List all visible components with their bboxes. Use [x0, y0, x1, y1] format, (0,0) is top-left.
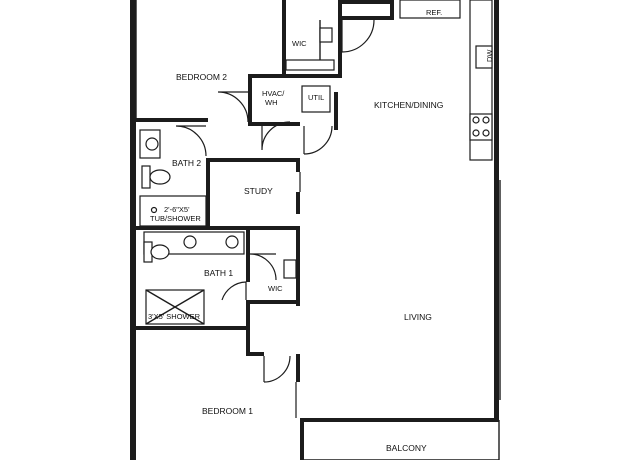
- room-label-util: UTIL: [308, 93, 324, 102]
- wic-mid-south-wall: [246, 300, 300, 304]
- fixtures: [139, 129, 297, 325]
- bath2-south-wall: [136, 226, 246, 230]
- burner-icon: [472, 129, 480, 137]
- ref-space: [399, 0, 461, 19]
- bedroom1-east-wall-upper: [296, 354, 300, 382]
- room-label-wic-mid: WIC: [268, 284, 283, 293]
- dishwasher: [475, 45, 493, 69]
- room-label-living: LIVING: [404, 312, 432, 322]
- study-west-wall: [206, 158, 210, 226]
- room-label-hvac-line1: HVAC/: [262, 89, 285, 98]
- wic-east-wall: [338, 0, 342, 78]
- bedroom1-door-jamb: [246, 352, 264, 356]
- study-east-wall: [296, 192, 300, 214]
- walls: [130, 0, 499, 460]
- wic-mid-door: [249, 253, 277, 281]
- room-label-wic-top: WIC: [292, 39, 307, 48]
- bedroom2-door: [217, 91, 249, 123]
- util-east-wall: [334, 92, 338, 130]
- room-label-bedroom1: BEDROOM 1: [202, 406, 253, 416]
- hvac-west-wall: [248, 74, 252, 126]
- bath1-east-wall: [246, 226, 250, 282]
- bath2-door: [175, 125, 207, 157]
- bedroom2-south-wall: [136, 118, 208, 122]
- closet-shelf: [283, 259, 297, 279]
- toilet-icon: [149, 169, 171, 185]
- room-label-ref: REF.: [426, 8, 442, 17]
- sink-icon: [183, 235, 197, 249]
- washer-dryer: [301, 85, 331, 113]
- study-east-wall-stub: [296, 158, 300, 172]
- drain-icon: [150, 206, 158, 214]
- room-label-bath2: BATH 2: [172, 158, 201, 168]
- room-label-bedroom2: BEDROOM 2: [176, 72, 227, 82]
- closet-shelf-side: [319, 27, 333, 43]
- bedroom2-east-wall: [282, 0, 286, 78]
- pantry-door: [341, 19, 375, 53]
- ref-west-wall: [390, 0, 394, 20]
- hvac-south-wall: [252, 122, 300, 126]
- study-south-wall: [246, 226, 300, 230]
- sink-icon: [145, 137, 159, 151]
- labels: BEDROOM 2 WIC HVAC/ WH UTIL KITCHEN/DINI…: [148, 8, 494, 453]
- room-label-study: STUDY: [244, 186, 273, 196]
- burner-icon: [472, 116, 480, 124]
- sink-icon: [225, 235, 239, 249]
- bedroom1-east-wall-lower: [300, 418, 304, 460]
- study-north-wall: [206, 158, 300, 162]
- burner-icon: [482, 116, 490, 124]
- room-label-shower: 3'X5' SHOWER: [148, 312, 201, 321]
- room-label-dw: DW: [485, 49, 494, 62]
- toilet-tank: [141, 165, 151, 189]
- wic-mid-east-wall: [296, 226, 300, 306]
- room-label-bath1: BATH 1: [204, 268, 233, 278]
- hvac-door: [261, 121, 291, 151]
- room-label-hvac-line2: WH: [265, 98, 278, 107]
- thin-lines: [135, 0, 501, 460]
- toilet-icon: [150, 244, 170, 260]
- room-label-tub-line1: 2'-6"X5': [164, 205, 190, 214]
- room-label-kitchen-dining: KITCHEN/DINING: [374, 100, 443, 110]
- bath1-south-wall: [136, 326, 246, 330]
- room-label-tub-line2: TUB/SHOWER: [150, 214, 201, 223]
- tub: [139, 195, 207, 227]
- exterior-wall-east: [494, 0, 499, 420]
- doors: [175, 19, 375, 418]
- exterior-wall-west: [130, 0, 136, 460]
- burner-icon: [482, 129, 490, 137]
- utility-north-wall: [248, 74, 338, 78]
- pantry-south-wall: [342, 16, 394, 20]
- bedroom1-north-wall: [246, 300, 250, 356]
- closet-shelf: [285, 59, 335, 71]
- room-label-balcony: BALCONY: [386, 443, 427, 453]
- bedroom1-door: [263, 355, 291, 383]
- kitchen-north-wall: [342, 0, 394, 4]
- bath1-door: [221, 281, 247, 301]
- util-door: [303, 125, 333, 155]
- balcony-north-wall: [304, 418, 499, 422]
